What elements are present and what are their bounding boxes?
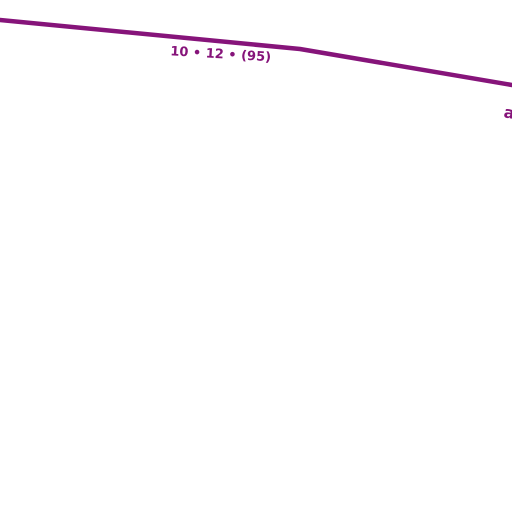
edge-place-label: a [502,102,512,122]
road-line[interactable] [0,17,512,88]
road-label: 10 • 12 • (95) [170,44,272,65]
